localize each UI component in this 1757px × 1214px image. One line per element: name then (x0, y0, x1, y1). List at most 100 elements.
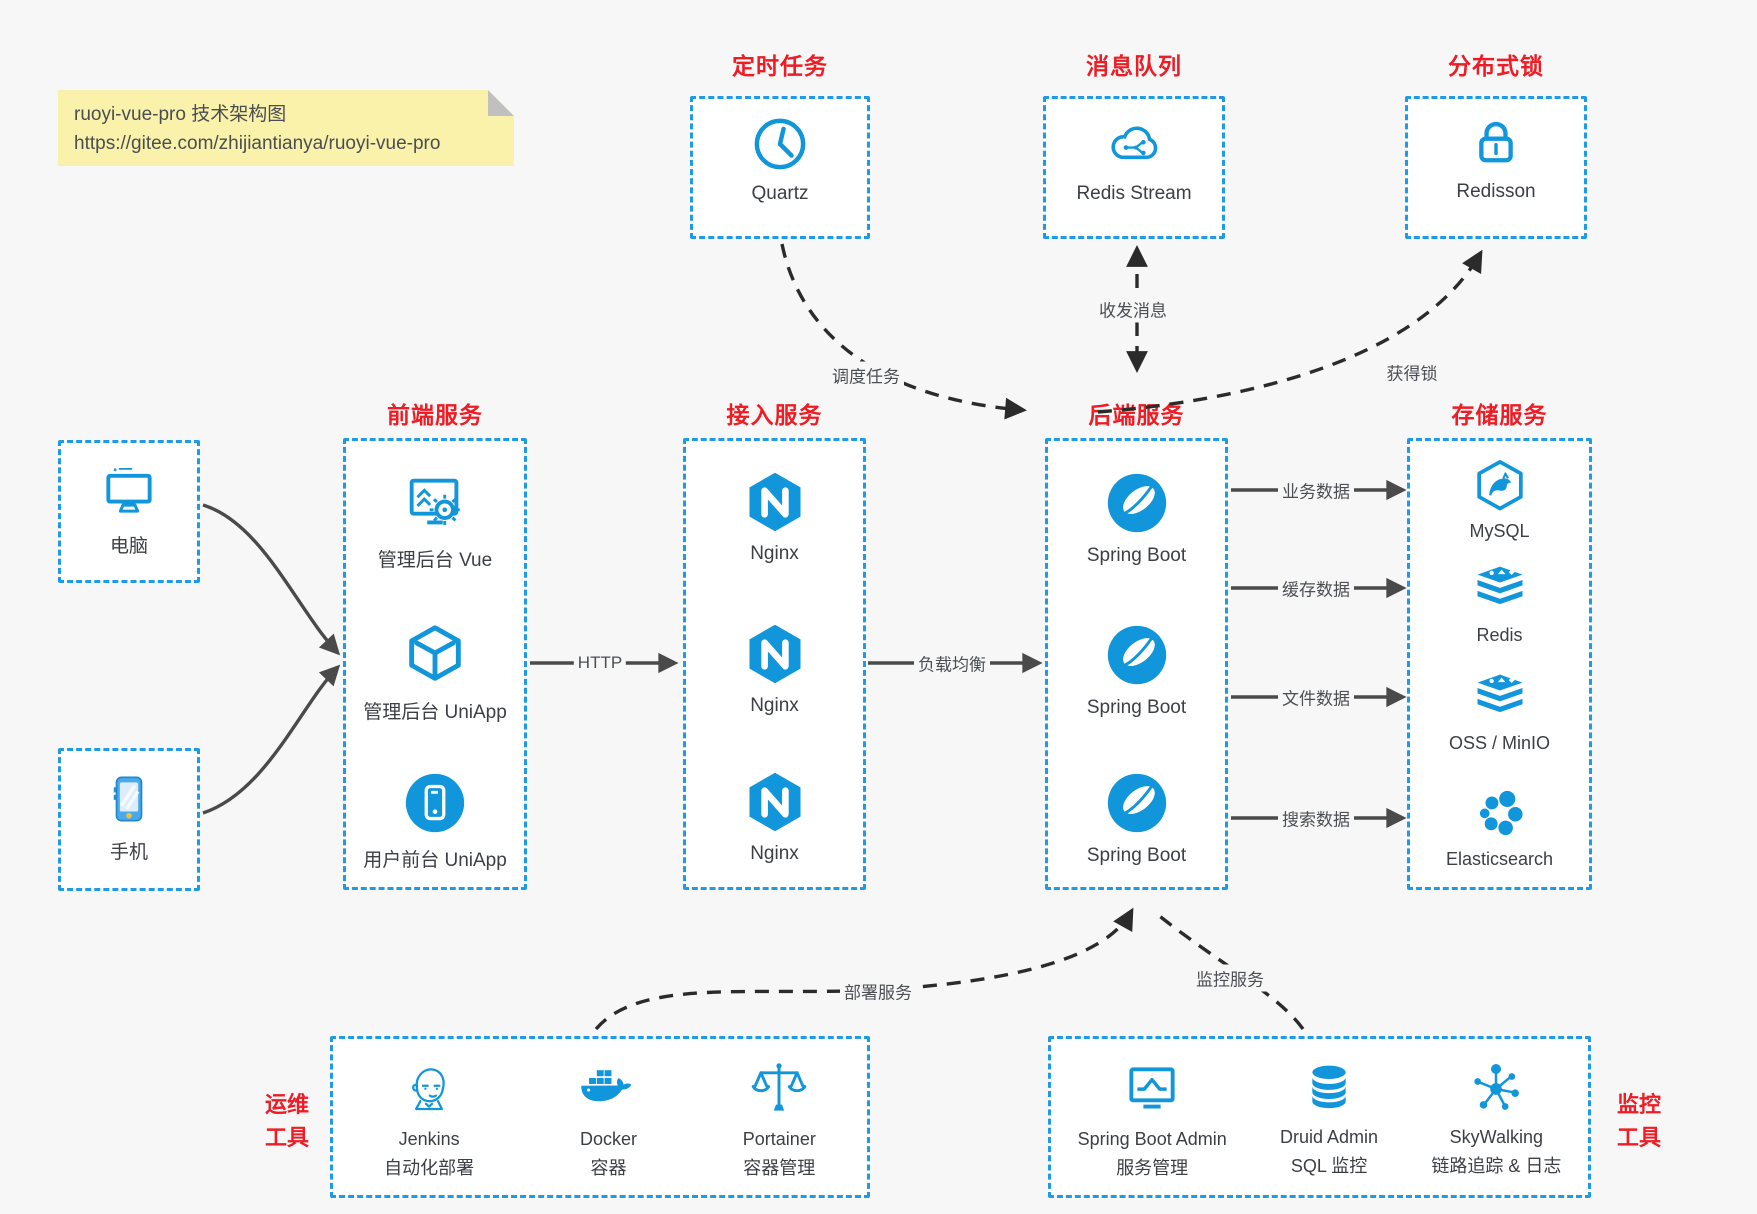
desktop-icon (97, 462, 161, 524)
edge-label-monitor: 监控服务 (1192, 964, 1268, 992)
ops-tools-title: 运维 工具 (248, 1088, 326, 1154)
node-label: Nginx (750, 843, 799, 864)
portainer-scales-icon (748, 1059, 810, 1121)
sticky-note-text: ruoyi-vue-pro 技术架构图 https://gitee.com/zh… (58, 90, 514, 158)
node-redis: Redis (1407, 560, 1592, 646)
note-title: ruoyi-vue-pro 技术架构图 (74, 104, 287, 125)
admin-vue-icon (400, 468, 470, 538)
group-title-frontend: 前端服务 (387, 402, 483, 428)
edge-deploy (594, 907, 1134, 1031)
tool-desc: 链路追踪 & 日志 (1431, 1156, 1562, 1176)
node-label: 用户前台 UniApp (363, 850, 507, 871)
node-label: Spring Boot (1086, 545, 1187, 566)
tool-name: Spring Boot Admin (1077, 1129, 1227, 1149)
node-label: 手机 (109, 842, 148, 863)
node-label: 管理后台 Vue (377, 550, 493, 571)
oss-stack-icon (1470, 668, 1530, 728)
node-redis-stream: Redis Stream (1043, 112, 1225, 205)
node-spring-boot-1: Spring Boot (1045, 468, 1228, 567)
node-label: 管理后台 UniApp (363, 702, 507, 723)
box-monitor-tools: Spring Boot Admin 服务管理 Druid Admin SQL 监… (1048, 1036, 1591, 1198)
redis-stack-icon (1470, 560, 1530, 620)
group-title-scheduled-tasks: 定时任务 (732, 53, 828, 79)
tool-name: SkyWalking (1449, 1127, 1544, 1147)
node-admin-vue: 管理后台 Vue (343, 468, 527, 572)
node-nginx-1: Nginx (683, 468, 866, 565)
node-druid-admin: Druid Admin SQL 监控 (1280, 1059, 1378, 1178)
box-storage (1407, 438, 1592, 890)
jenkins-icon (398, 1059, 460, 1121)
tool-name: Jenkins (398, 1129, 460, 1149)
node-label: Spring Boot (1086, 697, 1187, 718)
tool-desc: 服务管理 (1116, 1158, 1189, 1178)
tool-name: Docker (579, 1129, 637, 1149)
nginx-icon (741, 468, 809, 536)
monitor-tools-title-line2: 工具 (1616, 1125, 1661, 1150)
spring-boot-icon (1102, 620, 1172, 690)
druid-database-icon (1299, 1059, 1359, 1119)
tool-desc: 自动化部署 (384, 1158, 475, 1178)
node-label: Elasticsearch (1445, 849, 1554, 869)
node-label: Redis Stream (1076, 183, 1192, 204)
edge-acquire-lock (1097, 249, 1483, 414)
monitor-tools-title-line1: 监控 (1616, 1092, 1661, 1117)
edge-mobile-to-frontend (202, 664, 341, 815)
node-label: Redis (1476, 625, 1523, 645)
node-elasticsearch: Elasticsearch (1407, 786, 1592, 870)
edge-pc-to-frontend (202, 503, 341, 656)
note-url: https://gitee.com/zhijiantianya/ruoyi-vu… (74, 132, 441, 154)
group-title-gateway: 接入服务 (726, 402, 823, 428)
phone-icon (99, 768, 159, 830)
node-label: Quartz (751, 183, 809, 204)
edge-label-schedule: 调度任务 (828, 361, 904, 389)
tool-desc: SQL 监控 (1290, 1156, 1368, 1176)
mysql-icon (1470, 456, 1530, 516)
node-label: OSS / MinIO (1448, 733, 1551, 753)
elasticsearch-icon (1471, 786, 1529, 844)
monitor-tools-title: 监控 工具 (1600, 1088, 1678, 1154)
edge-label-deploy: 部署服务 (840, 977, 916, 1005)
node-admin-uniapp: 管理后台 UniApp (343, 620, 527, 724)
node-nginx-2: Nginx (683, 620, 866, 717)
node-label: MySQL (1469, 521, 1530, 541)
node-label: Spring Boot (1086, 845, 1187, 866)
node-spring-boot-3: Spring Boot (1045, 768, 1228, 867)
spring-boot-admin-icon (1121, 1059, 1183, 1121)
node-spring-boot-admin: Spring Boot Admin 服务管理 (1078, 1059, 1227, 1180)
group-title-storage: 存储服务 (1451, 402, 1548, 428)
group-title-backend: 后端服务 (1088, 402, 1185, 428)
node-label: Nginx (750, 543, 799, 564)
edge-label-cache-data: 缓存数据 (1278, 574, 1354, 602)
group-title-message-queue: 消息队列 (1086, 53, 1182, 79)
edge-label-http: HTTP (573, 652, 627, 674)
clock-icon (748, 112, 812, 176)
edge-label-lock: 获得锁 (1382, 358, 1442, 386)
cloud-stream-icon (1101, 112, 1167, 176)
box-message-queue (1043, 96, 1225, 239)
node-nginx-3: Nginx (683, 768, 866, 865)
node-mobile: 手机 (58, 768, 200, 864)
nginx-icon (741, 768, 809, 836)
ops-tools-title-line1: 运维 (264, 1092, 309, 1117)
tool-desc: 容器管理 (743, 1158, 816, 1178)
node-user-uniapp: 用户前台 UniApp (343, 768, 527, 872)
node-pc: 电脑 (58, 462, 200, 558)
nginx-icon (741, 620, 809, 688)
cube-icon (400, 620, 470, 690)
node-label: Nginx (750, 695, 799, 716)
skywalking-icon (1466, 1059, 1526, 1119)
node-redisson: Redisson (1405, 112, 1587, 203)
lock-icon (1465, 112, 1527, 174)
node-portainer: Portainer 容器管理 (743, 1059, 816, 1180)
node-docker: Docker 容器 (576, 1059, 640, 1180)
tool-name: Druid Admin (1280, 1127, 1379, 1147)
node-quartz: Quartz (690, 112, 870, 205)
node-label: 电脑 (109, 536, 148, 557)
note-fold-icon (488, 90, 514, 116)
edge-label-file-data: 文件数据 (1278, 683, 1354, 711)
box-distributed-lock (1405, 96, 1587, 239)
box-ops-tools: Jenkins 自动化部署 Docker 容器 Portainer 容器管理 (330, 1036, 870, 1198)
docker-icon (576, 1059, 640, 1121)
tool-name: Portainer (742, 1129, 816, 1149)
